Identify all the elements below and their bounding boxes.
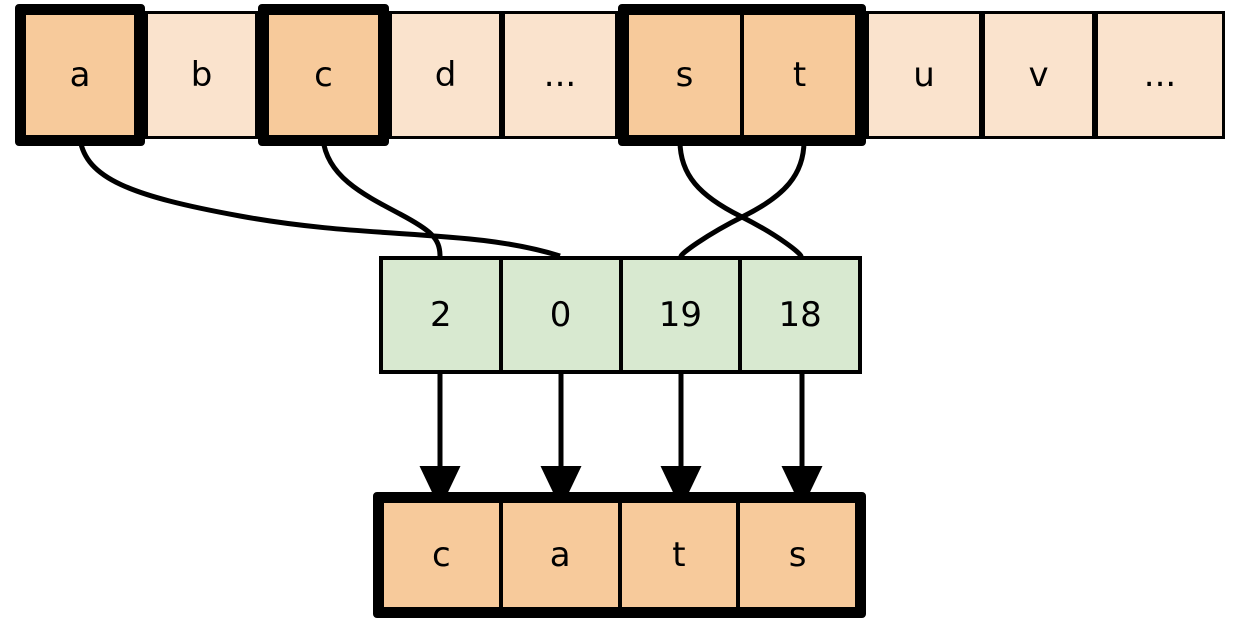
index-cell-3-value: 18 <box>778 295 822 335</box>
alphabet-cell-ellipsis-1-label: ... <box>543 55 577 95</box>
alphabet-cell-t: t <box>740 15 855 135</box>
index-cell-2: 19 <box>618 260 739 370</box>
alphabet-cell-ellipsis-2: ... <box>1095 11 1225 139</box>
connector-a-to-index-0 <box>77 138 561 259</box>
alphabet-group-c: c <box>258 4 389 146</box>
index-cell-1-value: 0 <box>549 295 572 335</box>
alphabet-cell-d-label: d <box>434 55 457 95</box>
output-cell-1-label: a <box>549 535 571 575</box>
connector-s-to-index-18 <box>677 140 804 258</box>
alphabet-cell-s: s <box>629 15 740 135</box>
index-cell-1: 0 <box>498 260 619 370</box>
output-cell-2-label: t <box>672 535 686 575</box>
index-cell-0-value: 2 <box>430 295 452 335</box>
connector-t-to-index-19 <box>678 140 807 258</box>
alphabet-cell-v: v <box>982 11 1095 139</box>
index-cell-3: 18 <box>738 260 858 370</box>
alphabet-cell-v-label: v <box>1028 55 1049 95</box>
index-cell-2-value: 19 <box>658 295 702 335</box>
output-cell-3: s <box>736 503 855 607</box>
output-cell-1: a <box>498 503 618 607</box>
alphabet-cell-t-label: t <box>792 55 807 95</box>
alphabet-cell-u: u <box>866 11 982 139</box>
alphabet-cell-d: d <box>389 11 502 139</box>
alphabet-cell-a: a <box>26 15 134 135</box>
alphabet-cell-b: b <box>145 11 258 139</box>
alphabet-cell-ellipsis-2-label: ... <box>1143 55 1177 95</box>
connector-c-to-index-2 <box>320 138 443 257</box>
output-cell-0: c <box>384 503 499 607</box>
alphabet-group-st: s t <box>618 4 866 146</box>
index-cell-0: 2 <box>383 260 499 370</box>
alphabet-cell-s-label: s <box>675 55 694 95</box>
alphabet-cell-c-label: c <box>314 55 333 95</box>
alphabet-cell-u-label: u <box>913 55 935 95</box>
output-cell-3-label: s <box>788 535 807 575</box>
alphabet-cell-a-label: a <box>69 55 91 95</box>
index-row: 2 0 19 18 <box>379 256 862 374</box>
output-cell-0-label: c <box>432 535 451 575</box>
alphabet-group-a: a <box>15 4 145 146</box>
alphabet-cell-c: c <box>269 15 378 135</box>
output-row: c a t s <box>373 492 866 618</box>
alphabet-cell-ellipsis-1: ... <box>502 11 618 139</box>
output-cell-2: t <box>617 503 737 607</box>
alphabet-cell-b-label: b <box>190 55 213 95</box>
